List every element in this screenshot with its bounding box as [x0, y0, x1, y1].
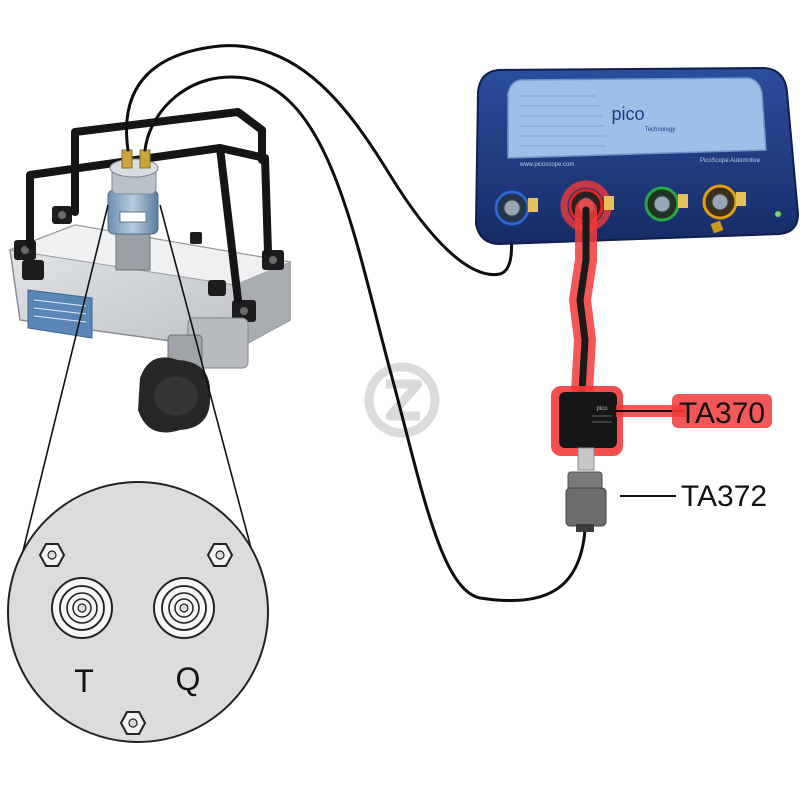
port-t-connector-icon [51, 577, 113, 639]
scope-url-text: www.picoscope.com [519, 162, 574, 168]
scope-brand-sub: Technology [645, 127, 675, 133]
ta370-label: TA370 [679, 397, 765, 430]
ta372-lead: TA372 [565, 447, 767, 532]
port-t-label: T [74, 663, 94, 699]
signal-cables [125, 44, 587, 603]
ta372-label: TA372 [681, 480, 767, 513]
port-q-label: Q [176, 661, 201, 697]
port-q-connector-icon [153, 577, 215, 639]
connector-zoom-inset: T Q [7, 481, 269, 743]
hex-bolt-icon [206, 543, 234, 567]
channel-d-bnc-icon [702, 184, 746, 220]
hex-bolt-icon [119, 711, 147, 735]
hex-bolt-icon [38, 543, 66, 567]
hydraulic-test-block [8, 108, 292, 433]
channel-c-bnc-icon [644, 186, 688, 222]
scope-brand-logo: pico [611, 104, 644, 124]
channel-a-bnc-icon [494, 190, 538, 226]
adapter-brand-text: pico [596, 406, 608, 412]
scope-model-text: PicoScope Automotive [700, 158, 761, 164]
watermark-logo-icon [364, 362, 440, 438]
ta370-adapter: pico TA370 [551, 199, 772, 456]
picoscope-device: pico Technology www.picoscope.com PicoSc… [474, 66, 800, 246]
power-led-icon [775, 211, 781, 217]
